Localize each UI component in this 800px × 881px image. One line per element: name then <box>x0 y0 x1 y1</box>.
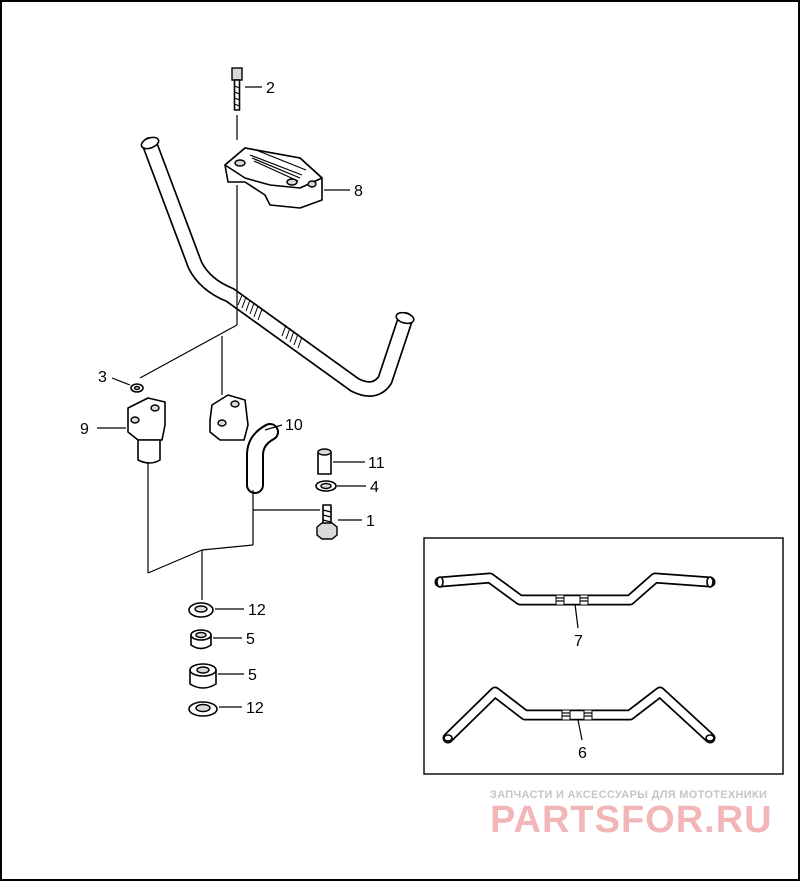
leader-7 <box>574 603 579 629</box>
washer-part-12-top <box>188 602 214 618</box>
assembly-line-join <box>201 544 254 551</box>
watermark-tagline: ЗАПЧАСТИ И АКСЕССУАРЫ ДЛЯ МОТОТЕХНИКИ <box>490 789 767 801</box>
callout-10: 10 <box>285 417 303 434</box>
callout-4: 4 <box>370 479 379 496</box>
pipe-part-10 <box>246 423 279 494</box>
sleeve-part-11 <box>317 448 332 475</box>
callout-5-bottom: 5 <box>248 667 257 684</box>
callout-9: 9 <box>80 421 89 438</box>
assembly-line-join-left <box>147 549 203 574</box>
callout-2: 2 <box>266 80 275 97</box>
riser-left-part-9 <box>127 397 166 464</box>
washer-part-3 <box>130 383 144 393</box>
callout-12-top: 12 <box>248 602 266 619</box>
riser-right <box>209 394 249 441</box>
callout-11: 11 <box>368 455 385 472</box>
callout-1: 1 <box>366 513 375 530</box>
callout-3: 3 <box>98 369 107 386</box>
bolt-part-1 <box>316 504 338 540</box>
handlebar-main <box>140 136 415 397</box>
leader-3 <box>111 377 131 386</box>
handlebar-part-7 <box>434 572 716 606</box>
riser-clamp-part-8 <box>224 147 323 209</box>
inset-box <box>423 537 784 775</box>
callout-8: 8 <box>354 183 363 200</box>
knurl-right <box>281 324 303 349</box>
leader-10 <box>264 424 283 431</box>
centerline-to-9 <box>139 324 238 379</box>
leader-6 <box>577 719 583 741</box>
handlebar-part-6 <box>442 686 716 744</box>
bushing-part-5-bottom <box>189 663 217 689</box>
bushing-part-5-top <box>190 629 212 650</box>
callout-6: 6 <box>578 745 587 762</box>
washer-part-12-bottom <box>188 701 218 717</box>
callout-7: 7 <box>574 633 583 650</box>
washer-part-4 <box>315 480 337 492</box>
callout-12-bottom: 12 <box>246 700 264 717</box>
knurl-left <box>237 294 263 321</box>
watermark-brand: PARTSFOR.RU <box>490 799 773 841</box>
bolt-part-2 <box>231 67 243 111</box>
callout-5-top: 5 <box>246 631 255 648</box>
